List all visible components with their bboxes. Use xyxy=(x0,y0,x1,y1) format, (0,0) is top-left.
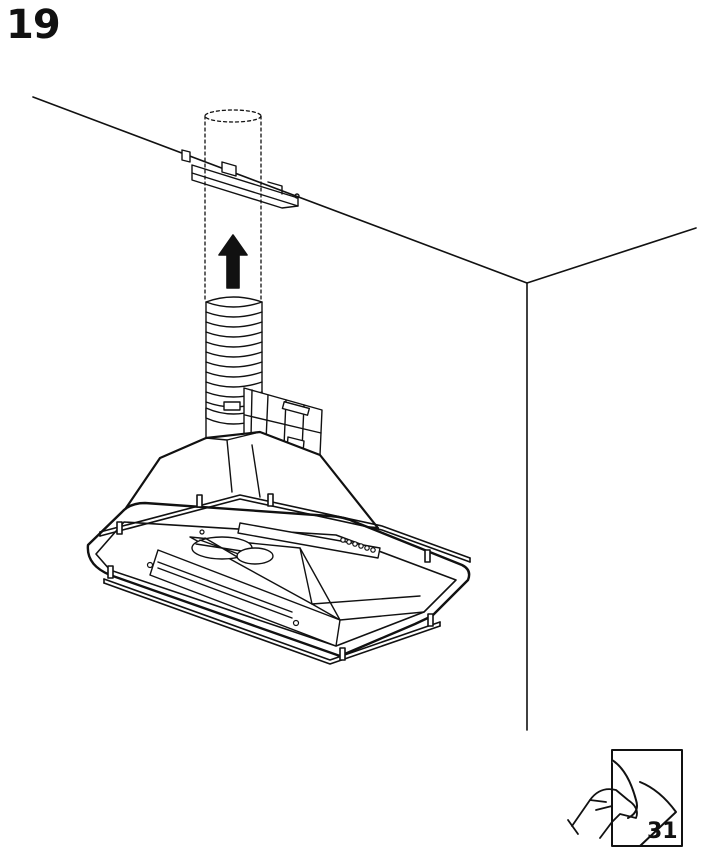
hood-canopy xyxy=(124,430,380,530)
turn-page-hand-icon xyxy=(567,788,638,839)
hood-interior xyxy=(149,522,425,647)
wall-bracket xyxy=(181,149,300,209)
room-corner xyxy=(32,96,697,731)
duct-outline xyxy=(204,109,262,301)
hood-rails xyxy=(99,493,471,665)
fan-motor xyxy=(191,536,274,565)
frame-screws xyxy=(146,529,300,627)
step-number: 19 xyxy=(6,2,61,48)
page-reference-number: 31 xyxy=(647,819,678,844)
page-reference: 31 xyxy=(567,749,683,847)
arrow-up-icon xyxy=(218,234,248,289)
control-buttons xyxy=(340,537,376,553)
